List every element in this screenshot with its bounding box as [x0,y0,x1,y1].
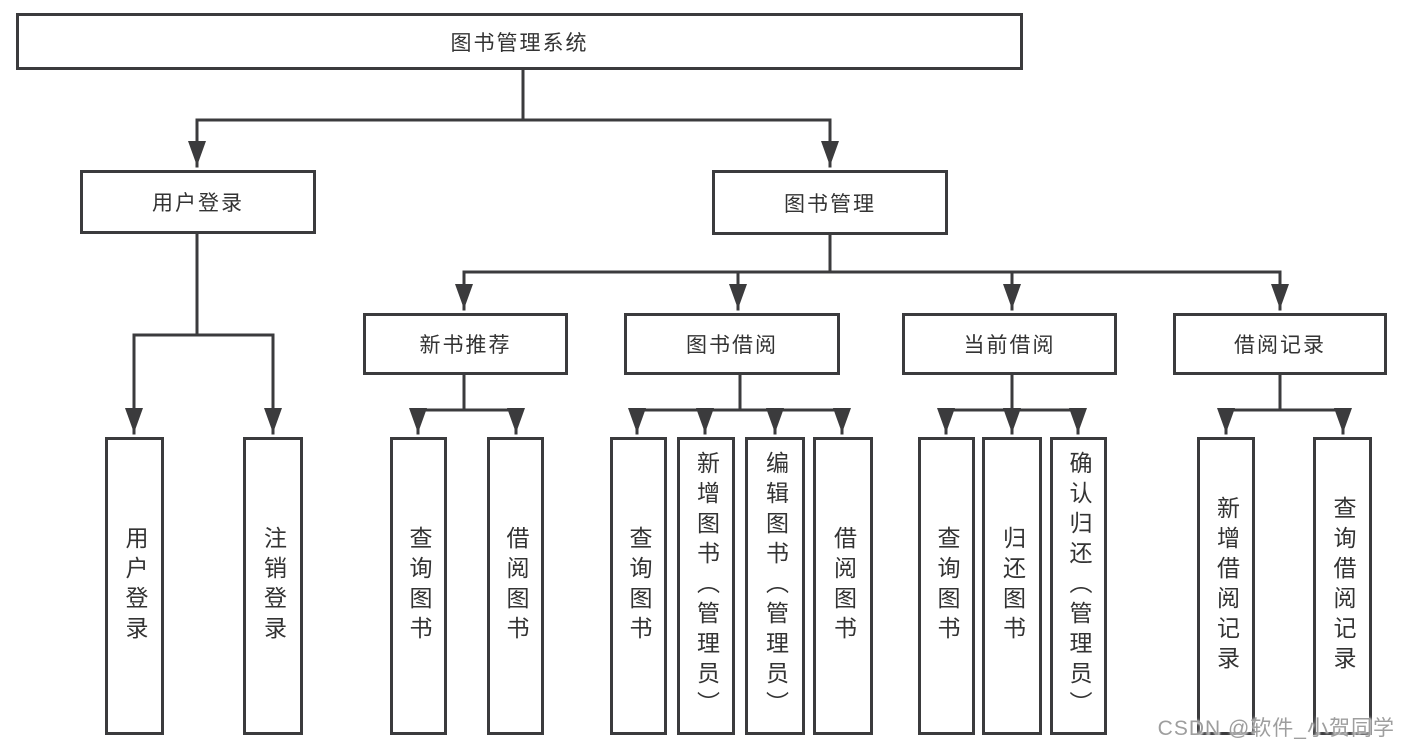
leaf-query-books-borrow-label: 查询图书 [626,526,652,646]
leaf-borrow-books: 借阅图书 [813,437,873,735]
leaf-user-login-label: 用户登录 [122,526,148,646]
node-current-borrow-label: 当前借阅 [963,334,1056,357]
node-root-label: 图书管理系统 [450,31,589,55]
node-book-management: 图书管理 [712,170,948,235]
node-new-book-recommend-label: 新书推荐 [419,334,512,357]
leaf-query-books-recommend-label: 查询图书 [406,526,432,646]
leaf-confirm-return-admin-label: 确认归还（管理员） [1066,451,1092,721]
leaf-confirm-return-admin: 确认归还（管理员） [1050,437,1107,735]
node-borrow-records-label: 借阅记录 [1234,334,1326,357]
leaf-return-book-label: 归还图书 [999,526,1026,646]
node-user-login-label: 用户登录 [152,192,244,215]
leaf-add-book-admin: 新增图书（管理员） [677,437,735,735]
leaf-borrow-books-recommend: 借阅图书 [487,437,544,735]
leaf-query-borrow-record: 查询借阅记录 [1313,437,1372,735]
node-book-management-label: 图书管理 [784,192,876,216]
leaf-borrow-books-recommend-label: 借阅图书 [503,526,529,646]
leaf-logout: 注销登录 [243,437,303,735]
leaf-query-books-current-label: 查询图书 [934,526,960,646]
leaf-query-borrow-record-label: 查询借阅记录 [1330,496,1356,676]
node-book-borrow-label: 图书借阅 [686,334,778,357]
leaf-return-book: 归还图书 [982,437,1042,735]
leaf-user-login: 用户登录 [105,437,164,735]
leaf-add-borrow-record-label: 新增借阅记录 [1213,496,1240,676]
leaf-logout-label: 注销登录 [260,526,287,646]
leaf-query-books-current: 查询图书 [918,437,975,735]
node-current-borrow: 当前借阅 [902,313,1117,375]
node-new-book-recommend: 新书推荐 [363,313,568,375]
node-root: 图书管理系统 [16,13,1023,70]
leaf-borrow-books-label: 借阅图书 [830,526,857,646]
node-user-login: 用户登录 [80,170,316,234]
leaf-add-borrow-record: 新增借阅记录 [1197,437,1255,735]
node-borrow-records: 借阅记录 [1173,313,1387,375]
watermark: CSDN @软件_小贺同学 [1157,717,1395,740]
leaf-edit-book-admin-label: 编辑图书（管理员） [762,451,789,721]
leaf-edit-book-admin: 编辑图书（管理员） [745,437,805,735]
leaf-query-books-recommend: 查询图书 [390,437,447,735]
leaf-add-book-admin-label: 新增图书（管理员） [693,451,720,721]
leaf-query-books-borrow: 查询图书 [610,437,667,735]
node-book-borrow: 图书借阅 [624,313,840,375]
